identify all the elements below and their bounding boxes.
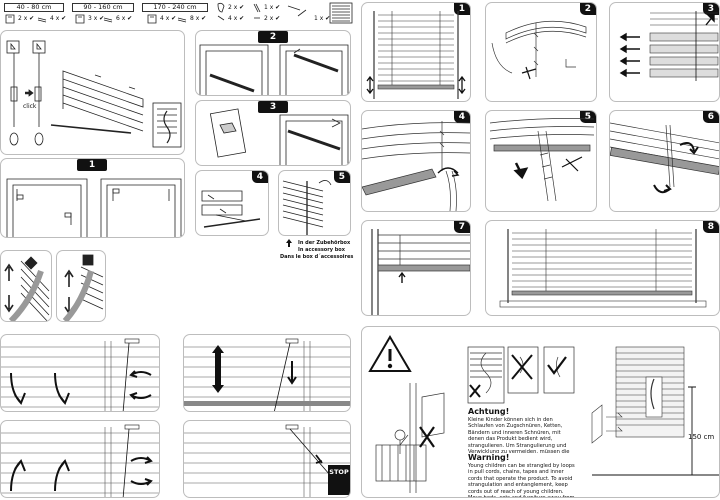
tilt-illustration-b <box>62 254 104 321</box>
raise-lower-illustration <box>184 338 350 411</box>
right-step-1-panel: 1 <box>361 2 471 102</box>
stop-sign: STOP <box>328 465 350 495</box>
bracket-lock-step-3 <box>209 108 349 165</box>
clip-count-2: 4 x ✔ <box>228 15 245 22</box>
click-label: click <box>23 103 37 110</box>
height-label: 150 cm <box>688 433 715 441</box>
install-overview-panel: click <box>0 30 185 155</box>
dowel-count: 2 x ✔ <box>264 15 281 22</box>
bracket-count-1: 2 x ✔ <box>18 15 35 22</box>
lock-cord-illustration <box>184 424 350 497</box>
range-bar-3: 170 - 240 cm <box>142 3 208 12</box>
step-3-badge: 3 <box>258 101 288 113</box>
slat-remove-illustration <box>619 11 719 81</box>
right-step-6-panel: 6 <box>609 110 720 212</box>
safety-illustrations <box>368 335 719 493</box>
right-step-3-badge: 3 <box>702 3 719 15</box>
install-step-4-panel: 4 <box>195 170 269 236</box>
safety-text-de: Kleine Kinder können sich in den Schlauf… <box>468 417 570 453</box>
safety-heading-de: Achtung! <box>468 407 510 416</box>
right-step-4-badge: 4 <box>453 111 470 123</box>
knot-tie-illustration <box>610 122 719 194</box>
safety-text-en: Young children can be strangled by loops… <box>468 463 575 497</box>
right-step-8-panel: 8 <box>485 220 720 316</box>
tilt-panel-b <box>56 250 106 322</box>
tilt-operation-panel-2 <box>0 420 160 498</box>
right-step-3-panel: 3 <box>609 2 720 102</box>
bracket-count-2: 3 x ✔ <box>88 15 105 22</box>
install-step-2-panel: 2 <box>195 30 351 96</box>
blind-measure-illustration <box>366 11 466 99</box>
step-5-badge: 5 <box>333 171 350 183</box>
wand-clip-step-5 <box>282 180 332 235</box>
screw-count-1: 4 x ✔ <box>50 15 67 22</box>
step-4-badge: 4 <box>251 171 268 183</box>
install-step-3-panel: 3 <box>195 100 351 166</box>
right-step-7-badge: 7 <box>453 221 470 233</box>
tilt-panel-a <box>0 250 52 322</box>
accessory-note-de: In der Zubehörbox <box>298 240 351 246</box>
right-step-8-badge: 8 <box>702 221 719 233</box>
headrail-mount-step-2 <box>199 44 349 95</box>
right-step-7-panel: 7 <box>361 220 471 316</box>
step-2-badge: 2 <box>258 31 288 43</box>
tilt-open-illustration <box>1 424 159 497</box>
bracket-count-3: 4 x ✔ <box>160 15 177 22</box>
raise-operation-panel <box>183 334 351 412</box>
bottom-rail-illustration <box>362 121 470 211</box>
screw-count-2: 6 x ✔ <box>116 15 133 22</box>
install-step-1-panel: 1 <box>0 158 185 238</box>
right-step-5-panel: 5 <box>485 110 597 212</box>
install-step-5-panel: 5 <box>278 170 351 236</box>
right-step-2-panel: 2 <box>485 2 597 102</box>
window-frame-step-1 <box>6 178 182 237</box>
wand-attach-step-4 <box>201 190 261 228</box>
safety-panel: Achtung! Kleine Kinder können sich in de… <box>361 326 720 498</box>
right-step-4-panel: 4 <box>361 110 471 212</box>
cord-cut-illustration <box>491 20 587 80</box>
tool-count: 1 x ✔ <box>264 4 281 11</box>
tilt-operation-panel-1 <box>0 334 160 412</box>
cap-insert-illustration <box>371 229 470 315</box>
tilt-illustration-a <box>4 256 50 321</box>
lower-operation-panel: STOP <box>183 420 351 498</box>
right-step-6-badge: 6 <box>702 111 719 123</box>
clip-count: 2 x ✔ <box>228 4 245 11</box>
safety-heading-en: Warning! <box>468 453 510 462</box>
bracket-click-illustration <box>6 40 182 148</box>
right-step-5-badge: 5 <box>579 111 596 123</box>
accessory-note-fr: Dans le box d´accessoires <box>280 254 354 260</box>
up-arrow-icon <box>286 239 292 247</box>
ladder-cut-illustration <box>489 118 595 202</box>
tilt-close-illustration <box>1 338 159 411</box>
header-icons <box>5 2 353 24</box>
range-bar-2: 90 - 160 cm <box>72 3 134 12</box>
range-bar-1: 40 - 80 cm <box>4 3 64 12</box>
accessory-note-en: In accessory box <box>298 247 345 253</box>
step-1-badge: 1 <box>77 159 107 171</box>
wand-count: 1 x ✔ <box>314 15 331 22</box>
right-step-2-badge: 2 <box>579 3 596 15</box>
screw-count-3: 8 x ✔ <box>190 15 207 22</box>
finished-blind-illustration <box>499 229 707 308</box>
